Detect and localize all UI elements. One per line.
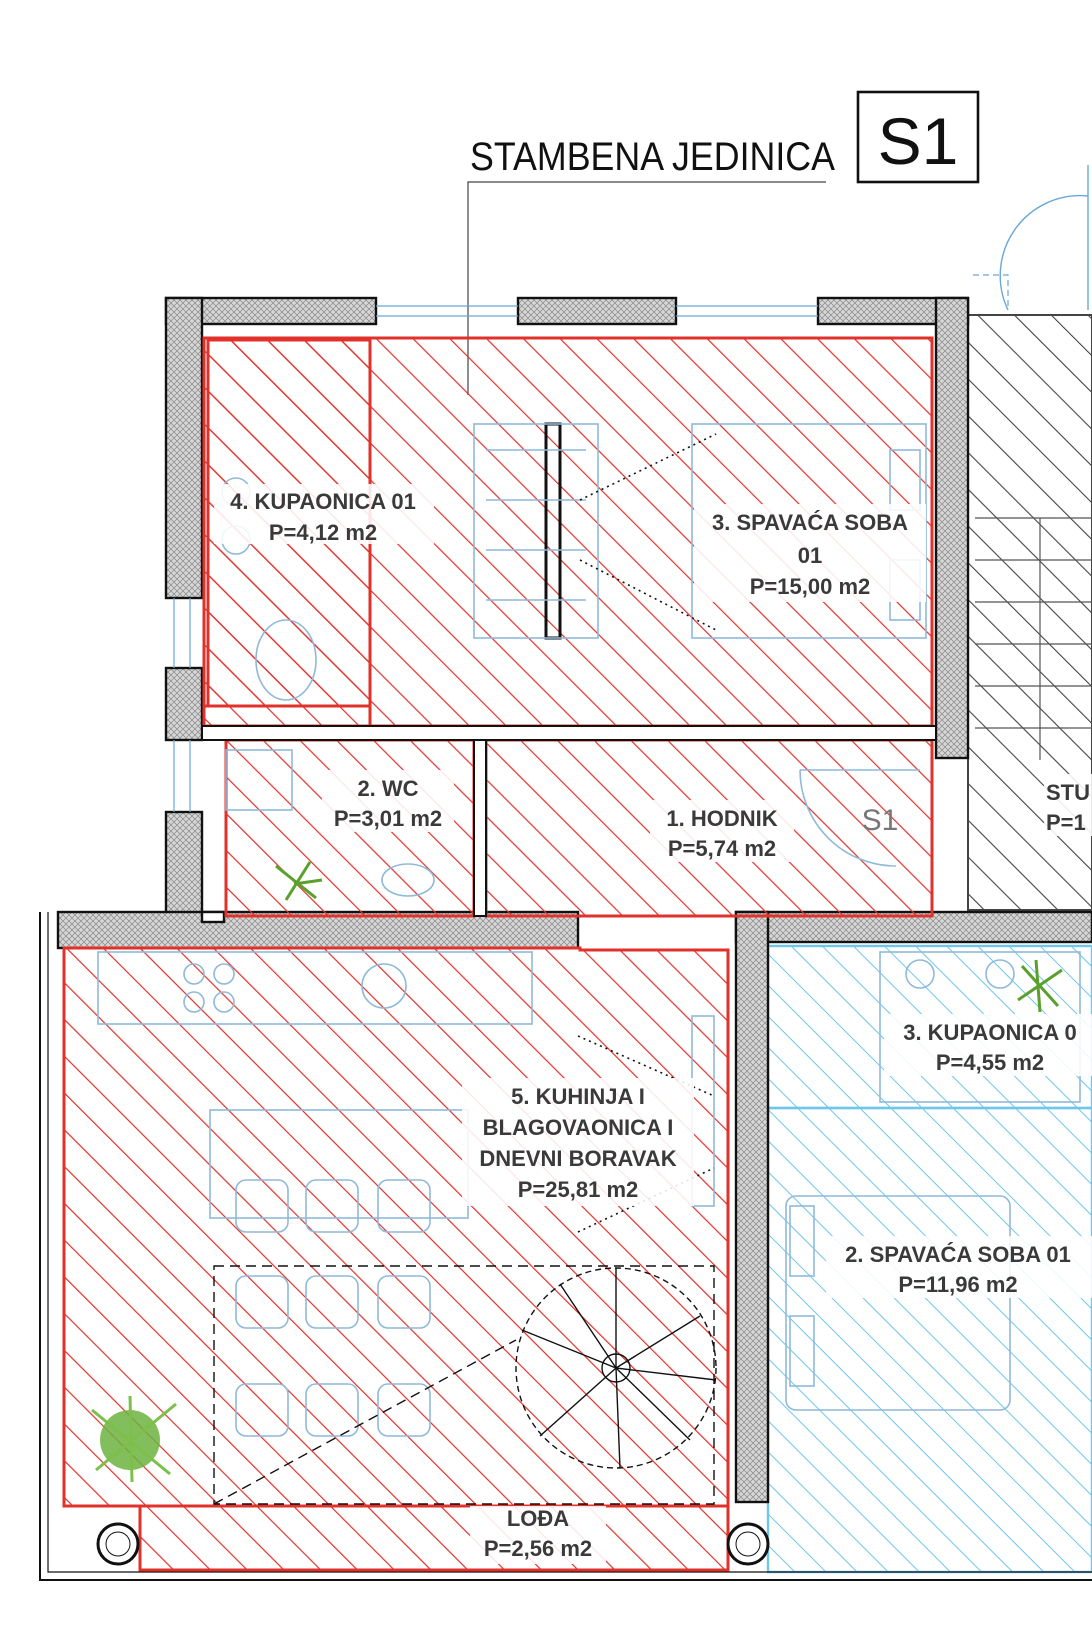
svg-text:P=15,00 m2: P=15,00 m2 bbox=[750, 574, 870, 599]
columns bbox=[96, 1522, 770, 1566]
room-label-kupaonica-01: 4. KUPAONICA 01 P=4,12 m2 bbox=[214, 484, 434, 545]
svg-text:2. SPAVAĆA SOBA 01: 2. SPAVAĆA SOBA 01 bbox=[845, 1242, 1071, 1267]
svg-text:P=2,56 m2: P=2,56 m2 bbox=[484, 1536, 592, 1561]
room-label-wc: 2. WC P=3,01 m2 bbox=[322, 770, 454, 832]
room-label-hodnik: 1. HODNIK P=5,74 m2 bbox=[650, 800, 794, 862]
plant-icon bbox=[275, 861, 323, 901]
leader-lines bbox=[577, 433, 717, 1233]
entry-door-swing-2 bbox=[973, 274, 1009, 310]
svg-text:5. KUHINJA I: 5. KUHINJA I bbox=[511, 1084, 645, 1109]
unit-badge-box bbox=[856, 90, 980, 184]
plant-icon bbox=[91, 1395, 177, 1483]
walls bbox=[39, 296, 1092, 1581]
svg-text:2. WC: 2. WC bbox=[357, 776, 418, 801]
svg-text:3. KUPAONICA 0: 3. KUPAONICA 0 bbox=[903, 1020, 1077, 1045]
stair-steps bbox=[975, 517, 1092, 760]
svg-text:01: 01 bbox=[798, 543, 822, 568]
column-left bbox=[96, 1522, 140, 1566]
svg-text:DNEVNI BORAVAK: DNEVNI BORAVAK bbox=[479, 1146, 676, 1171]
svg-text:STU: STU bbox=[1046, 780, 1090, 805]
svg-text:P=25,81 m2: P=25,81 m2 bbox=[518, 1177, 638, 1202]
door-tag: S1 bbox=[862, 804, 899, 837]
plant-icon bbox=[1017, 959, 1063, 1013]
svg-text:P=3,01 m2: P=3,01 m2 bbox=[334, 806, 442, 831]
svg-text:3. SPAVAĆA SOBA: 3. SPAVAĆA SOBA bbox=[712, 510, 908, 535]
room-label-kupaonica-0: 3. KUPAONICA 0 P=4,55 m2 bbox=[884, 1014, 1092, 1076]
title-leader-line bbox=[467, 181, 826, 395]
entry-door-swing bbox=[999, 194, 1089, 311]
svg-text:P=4,55 m2: P=4,55 m2 bbox=[936, 1050, 1044, 1075]
svg-text:P=5,74 m2: P=5,74 m2 bbox=[668, 836, 776, 861]
blue-unit-bedroom-area bbox=[766, 1106, 1092, 1574]
room-label-loda: LOĐA P=2,56 m2 bbox=[470, 1506, 606, 1564]
room-label-spavaca-soba-blue: 2. SPAVAĆA SOBA 01 P=11,96 m2 bbox=[826, 1236, 1092, 1298]
unit-title: STAMBENA JEDINICA bbox=[470, 135, 835, 179]
spiral-stair bbox=[213, 1265, 717, 1505]
unit-badge: S1 bbox=[878, 104, 959, 178]
svg-text:P=1: P=1 bbox=[1046, 810, 1086, 835]
room-label-kuhinja: 5. KUHINJA I BLAGOVAONICA I DNEVNI BORAV… bbox=[462, 1078, 694, 1206]
svg-text:P=4,12 m2: P=4,12 m2 bbox=[269, 520, 377, 545]
svg-text:LOĐA: LOĐA bbox=[507, 1506, 569, 1531]
column-right bbox=[726, 1522, 770, 1566]
room-label-stubiste: STU P=1 bbox=[1044, 774, 1092, 836]
svg-text:P=11,96 m2: P=11,96 m2 bbox=[898, 1272, 1017, 1297]
svg-text:4. KUPAONICA 01: 4. KUPAONICA 01 bbox=[230, 489, 416, 514]
area-kuhinja bbox=[62, 946, 730, 1508]
svg-text:BLAGOVAONICA I: BLAGOVAONICA I bbox=[483, 1115, 674, 1140]
svg-text:1. HODNIK: 1. HODNIK bbox=[666, 806, 777, 831]
room-label-spavaca-soba-01: 3. SPAVAĆA SOBA 01 P=15,00 m2 bbox=[694, 504, 926, 602]
area-loda bbox=[138, 1504, 730, 1572]
